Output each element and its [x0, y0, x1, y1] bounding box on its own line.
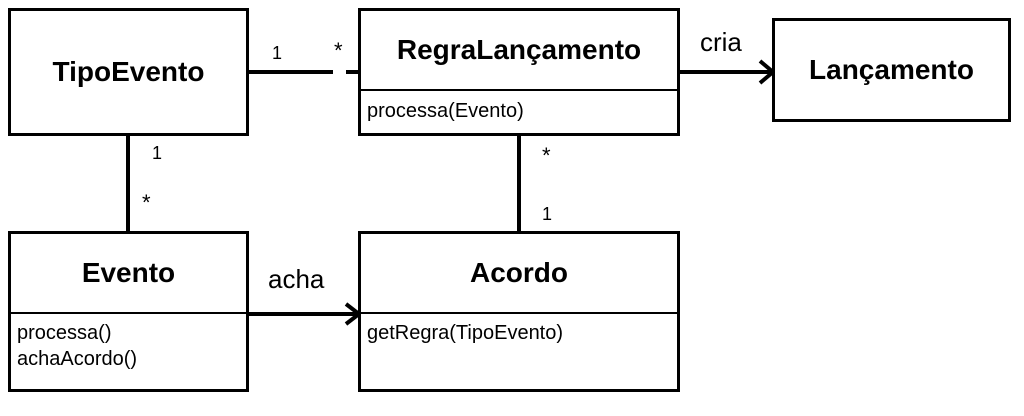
class-name: Evento	[81, 257, 176, 288]
class-name: Lançamento	[809, 54, 974, 85]
class-name: Acordo	[470, 257, 568, 288]
class-name: TipoEvento	[52, 56, 205, 87]
association-label-cria: cria	[700, 27, 742, 57]
class-evento: Evento processa() achaAcordo()	[8, 231, 249, 392]
multiplicity-tipoevento-evento-source: 1	[152, 143, 163, 163]
class-name: RegraLançamento	[396, 34, 642, 65]
operation: processa()	[17, 322, 112, 344]
class-regralancamento: RegraLançamento processa(Evento)	[358, 8, 680, 136]
class-lancamento: Lançamento	[772, 18, 1011, 122]
multiplicity-tipoevento-evento-target: *	[142, 190, 151, 215]
association-label-acha: acha	[268, 264, 325, 294]
class-operations: processa(Evento)	[361, 89, 677, 124]
operation: getRegra(TipoEvento)	[367, 322, 564, 344]
multiplicity-regra-acordo-target: 1	[542, 204, 553, 224]
multiplicity-tipoevento-regra-source: 1	[272, 43, 283, 63]
class-acordo: Acordo getRegra(TipoEvento)	[358, 231, 680, 392]
multiplicity-tipoevento-regra-target: *	[334, 38, 343, 63]
class-tipoevento: TipoEvento	[8, 8, 249, 136]
class-operations: getRegra(TipoEvento)	[361, 312, 677, 346]
operation: processa(Evento)	[367, 100, 524, 122]
class-operations: processa() achaAcordo()	[11, 312, 246, 372]
multiplicity-regra-acordo-source: *	[542, 143, 551, 168]
operation: achaAcordo()	[17, 348, 138, 370]
